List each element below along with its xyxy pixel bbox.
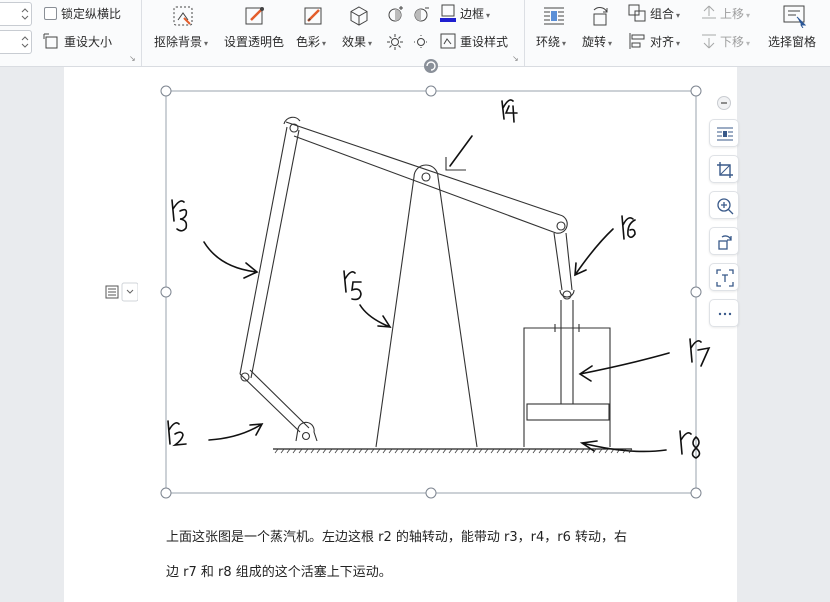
transparent-color-icon [245,7,264,25]
style-dialog-launcher[interactable]: ↘ [512,54,519,63]
extract-text-icon [716,269,734,287]
color-label: 色彩▾ [296,35,327,49]
zoom-in-icon [717,198,734,215]
lock-aspect-ratio-label: 锁定纵横比 [61,7,122,21]
height-stepper[interactable] [0,30,32,54]
group-icon [628,4,646,22]
more-options-side-button[interactable] [709,299,739,327]
document-page [64,67,737,602]
bring-forward-button[interactable]: 上移▾ [700,4,760,24]
border-icon [440,4,456,22]
border-button[interactable]: 边框▾ [440,4,500,24]
increase-contrast-icon[interactable] [386,33,404,51]
ground-line [273,448,633,454]
rotate-icon [718,235,732,250]
size-dialog-launcher[interactable]: ↘ [129,54,136,63]
mechanism [239,116,611,448]
rotate-icon [593,7,608,26]
collapse-toolbar-button[interactable] [717,96,731,110]
picture-tools-ribbon: 锁定纵横比 重设大小 ↘ 抠除背景▾ 设置透明色 色彩 [0,0,830,67]
wrap-text-button[interactable]: 环绕▾ [534,2,574,58]
align-icon [629,33,645,49]
resize-handles[interactable] [160,85,702,499]
layout-options-icon [105,282,138,302]
remove-background-button[interactable]: 抠除背景▾ [150,2,216,58]
document-paragraph-line1: 上面这张图是一个蒸汽机。左边这根 r2 的轴转动，能带动 r3，r4，r6 转动… [166,530,627,545]
align-label: 对齐▾ [650,35,681,49]
effects-button[interactable]: 效果▾ [340,2,380,58]
crop-icon [717,162,733,178]
wrap-text-icon [544,7,564,25]
border-label: 边框▾ [460,7,491,21]
color-button[interactable]: 色彩▾ [294,2,334,58]
send-backward-button[interactable]: 下移▾ [700,32,760,52]
wrap-text-label: 环绕▾ [536,35,567,49]
rotate-side-button[interactable] [709,227,739,255]
effects-icon [350,6,368,26]
more-icon [718,312,732,316]
rotate-label: 旋转▾ [582,35,613,49]
wrap-layout-side-button[interactable] [709,119,739,147]
reset-style-icon [440,33,456,49]
remove-background-icon [173,6,193,26]
ribbon-separator [524,0,525,66]
increase-brightness-icon[interactable] [386,6,404,24]
width-stepper[interactable] [0,2,32,26]
wrap-text-icon [717,127,733,141]
document-paragraph-line2: 边 r7 和 r8 组成的这个活塞上下运动。 [166,565,392,580]
extract-text-side-button[interactable] [709,263,739,291]
rotate-handle[interactable] [424,59,438,73]
handwritten-annotations [167,99,711,459]
layout-options-button[interactable] [100,280,138,304]
reset-style-button[interactable]: 重设样式 [440,32,514,52]
send-backward-label: 下移▾ [720,35,751,49]
set-transparent-color-label: 设置透明色 [224,35,285,49]
reset-size-icon [43,33,58,49]
remove-background-label: 抠除背景▾ [154,35,209,49]
crop-side-button[interactable] [709,155,739,183]
set-transparent-color-button[interactable]: 设置透明色 [222,2,288,58]
lock-aspect-ratio-checkbox[interactable] [44,7,57,20]
group-label: 组合▾ [650,7,681,21]
reset-size-button[interactable]: 重设大小 [42,32,118,52]
ribbon-separator [141,0,142,66]
bring-forward-label: 上移▾ [720,7,751,21]
selection-pane-button[interactable]: 选择窗格 [766,2,826,58]
color-icon [304,7,322,25]
group-button[interactable]: 组合▾ [628,4,688,24]
selection-pane-label: 选择窗格 [768,35,817,49]
bring-forward-icon [702,5,716,19]
decrease-brightness-icon[interactable] [412,6,430,24]
selection-pane-icon [783,5,807,28]
align-button[interactable]: 对齐▾ [628,32,688,52]
zoom-side-button[interactable] [709,191,739,219]
reset-size-label: 重设大小 [64,35,113,49]
rotate-button[interactable]: 旋转▾ [580,2,620,58]
reset-style-label: 重设样式 [460,35,509,49]
decrease-contrast-icon[interactable] [412,33,430,51]
send-backward-icon [702,34,716,49]
effects-label: 效果▾ [342,35,373,49]
